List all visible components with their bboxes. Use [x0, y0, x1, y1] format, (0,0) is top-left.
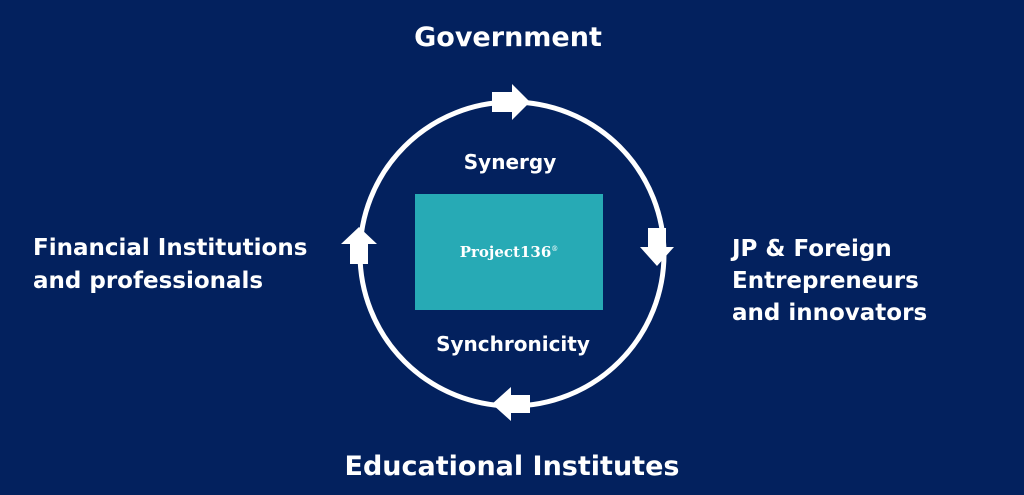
- financial-label-line-1: Financial Institutions: [33, 235, 308, 261]
- synergy-label: Synergy: [463, 150, 557, 174]
- educational-institutes-label: Educational Institutes: [344, 451, 680, 482]
- entrepreneurs-label-line-2: Entrepreneurs: [732, 268, 919, 294]
- financial-label-line-2: and professionals: [33, 268, 264, 294]
- entrepreneurs-label: JP & Foreign Entrepreneurs and innovator…: [732, 233, 927, 329]
- registered-mark: ®: [551, 245, 559, 253]
- entrepreneurs-label-line-1: JP & Foreign: [732, 236, 892, 262]
- arrow-up-icon: [341, 227, 377, 264]
- arrow-down-icon: [640, 228, 674, 266]
- synchronicity-label: Synchronicity: [436, 332, 590, 356]
- government-label: Government: [414, 22, 602, 53]
- project136-logo-box: Project136®: [415, 194, 603, 310]
- project136-logo: Project136®: [460, 243, 559, 261]
- project136-logo-text: Project136: [459, 243, 552, 261]
- financial-institutions-label: Financial Institutions and professionals: [33, 232, 307, 298]
- arrow-left-icon: [492, 387, 530, 421]
- entrepreneurs-label-line-3: and innovators: [732, 300, 928, 326]
- arrow-right-icon: [492, 84, 530, 120]
